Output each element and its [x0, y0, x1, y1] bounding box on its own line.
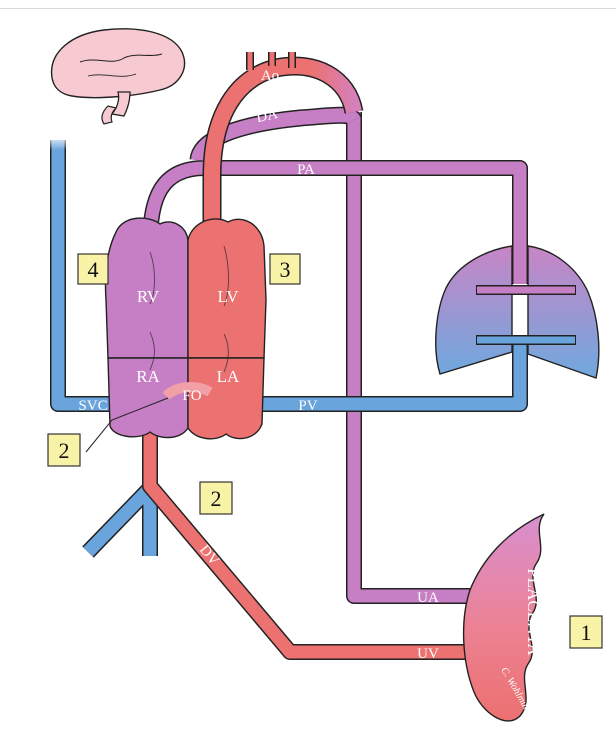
svg-text:4: 4 [88, 257, 99, 282]
svg-text:3: 3 [280, 257, 291, 282]
svg-text:2: 2 [211, 486, 222, 511]
foramen-ovale-label: FO [182, 388, 201, 404]
svc-label: SVC [78, 398, 107, 414]
pulmonary-vein-label: PV [298, 398, 317, 414]
umbilical-vein-label: UV [417, 646, 439, 662]
aorta-label: Ao [261, 68, 279, 84]
heart [105, 218, 266, 439]
aortic-arch [212, 52, 354, 244]
svg-text:1: 1 [581, 620, 592, 645]
left-atrium-label: LA [217, 367, 240, 386]
marker-1: 1 [570, 616, 602, 648]
placenta-label: PLACENTA [524, 568, 543, 656]
marker-3: 3 [270, 254, 300, 284]
left-ventricle-label: LV [217, 287, 239, 306]
right-atrium-label: RA [136, 367, 160, 386]
marker-2-foramen-ovale: 2 [48, 434, 80, 466]
brain-icon [52, 29, 185, 124]
svg-text:2: 2 [59, 438, 70, 463]
inferior-vena-cava [88, 420, 150, 556]
umbilical-vein-ductus-venosus [150, 410, 502, 652]
marker-2-ductus-venosus: 2 [200, 482, 232, 514]
marker-4: 4 [78, 254, 108, 284]
right-ventricle-label: RV [137, 287, 160, 306]
umbilical-artery-label: UA [417, 590, 439, 606]
pulmonary-artery-label: PA [297, 162, 315, 178]
